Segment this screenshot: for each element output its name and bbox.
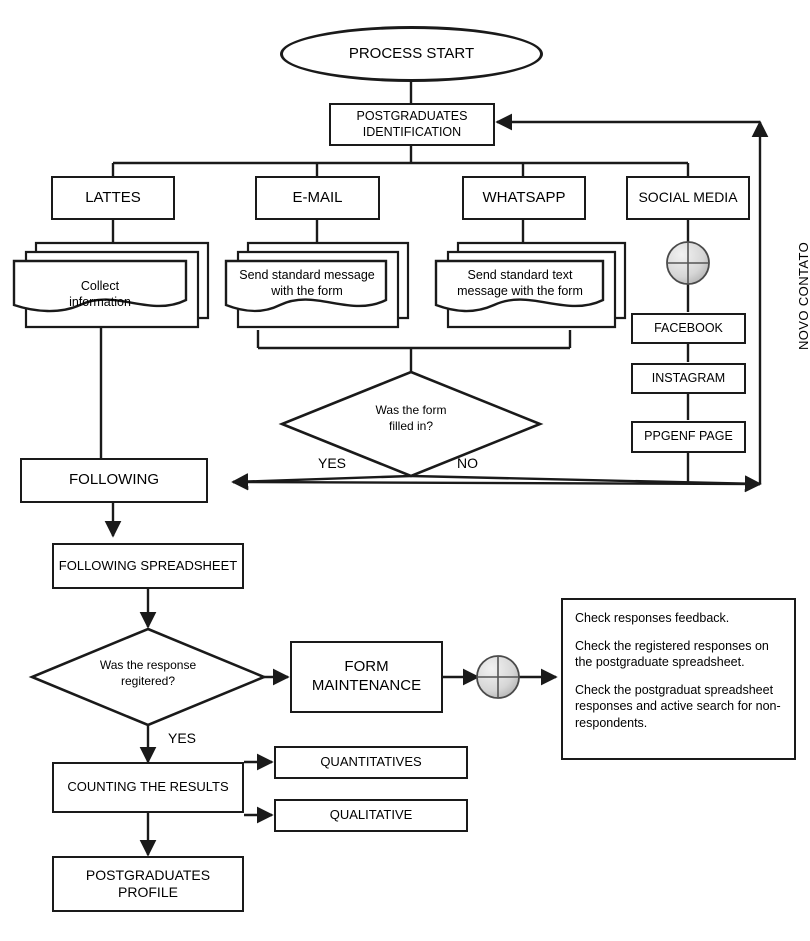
- node-ppgenf-page[interactable]: PPGENF PAGE: [631, 421, 746, 453]
- email-label: E-MAIL: [292, 188, 343, 206]
- node-process-start[interactable]: PROCESS START: [280, 26, 543, 82]
- qualitative-label: QUALITATIVE: [329, 807, 413, 823]
- instagram-label: INSTAGRAM: [651, 370, 726, 385]
- node-whatsapp[interactable]: WHATSAPP: [462, 176, 586, 220]
- quantitatives-label: QUANTITATIVES: [320, 754, 422, 770]
- node-form-maintenance[interactable]: FORM MAINTENANCE: [290, 641, 443, 713]
- node-facebook[interactable]: FACEBOOK: [631, 313, 746, 344]
- node-lattes[interactable]: LATTES: [51, 176, 175, 220]
- notes-box[interactable]: Check responses feedback. Check the regi…: [561, 598, 796, 760]
- notes-line-1: Check responses feedback.: [575, 611, 730, 625]
- counting-the-results-label: COUNTING THE RESULTS: [67, 779, 229, 795]
- postgraduates-profile-line2: PROFILE: [118, 884, 178, 900]
- novo-contato-label: NOVO CONTATO: [796, 241, 810, 350]
- connector-circle-social-media: [666, 241, 710, 285]
- form-maintenance-line2: MAINTENANCE: [311, 677, 422, 694]
- edges: [28, 80, 769, 857]
- node-postgraduates-profile[interactable]: POSTGRADUATES PROFILE: [52, 856, 244, 912]
- ppgenf-page-label: PPGENF PAGE: [644, 429, 733, 444]
- node-counting-the-results[interactable]: COUNTING THE RESULTS: [52, 762, 244, 813]
- following-spreadsheet-label: FOLLOWING SPREADSHEET: [58, 557, 238, 573]
- whatsapp-label: WHATSAPP: [482, 188, 566, 206]
- postgraduates-identification-line1: POSTGRADUATES: [356, 108, 468, 123]
- following-label: FOLLOWING: [68, 471, 159, 489]
- lattes-label: LATTES: [85, 188, 141, 206]
- postgraduates-profile-line1: POSTGRADUATES: [85, 866, 211, 883]
- edge-label-yes-response: YES: [168, 730, 197, 746]
- document-stack-send-standard-text-message: [434, 241, 627, 329]
- node-postgraduates-identification[interactable]: POSTGRADUATES IDENTIFICATION: [329, 103, 495, 146]
- node-quantitatives[interactable]: QUANTITATIVES: [274, 746, 468, 779]
- document-stack-send-standard-message: [224, 241, 410, 329]
- notes-line-3: Check the postgraduat spreadsheet respon…: [575, 682, 781, 730]
- document-shapes: [12, 241, 627, 329]
- facebook-label: FACEBOOK: [654, 320, 723, 335]
- connector-circles: [476, 241, 710, 699]
- postgraduates-identification-line2: IDENTIFICATION: [362, 124, 462, 139]
- node-social-media[interactable]: SOCIAL MEDIA: [626, 176, 750, 220]
- notes-line-2: Check the registered responses on the po…: [575, 638, 769, 670]
- document-stack-collect-information: [12, 241, 210, 329]
- form-maintenance-line1: FORM: [344, 658, 389, 676]
- process-start-label: PROCESS START: [348, 44, 475, 62]
- connector-circle-form-maintenance: [476, 655, 520, 699]
- social-media-label: SOCIAL MEDIA: [638, 189, 738, 206]
- edge-label-yes-form: YES: [318, 455, 347, 471]
- node-following[interactable]: FOLLOWING: [20, 458, 208, 503]
- edge-label-no-form: NO: [457, 455, 478, 471]
- node-instagram[interactable]: INSTAGRAM: [631, 363, 746, 394]
- node-email[interactable]: E-MAIL: [255, 176, 380, 220]
- return-bus-horizontal: [231, 473, 762, 493]
- decision-response-shape: [28, 627, 268, 727]
- node-qualitative[interactable]: QUALITATIVE: [274, 799, 468, 832]
- node-following-spreadsheet[interactable]: FOLLOWING SPREADSHEET: [52, 543, 244, 589]
